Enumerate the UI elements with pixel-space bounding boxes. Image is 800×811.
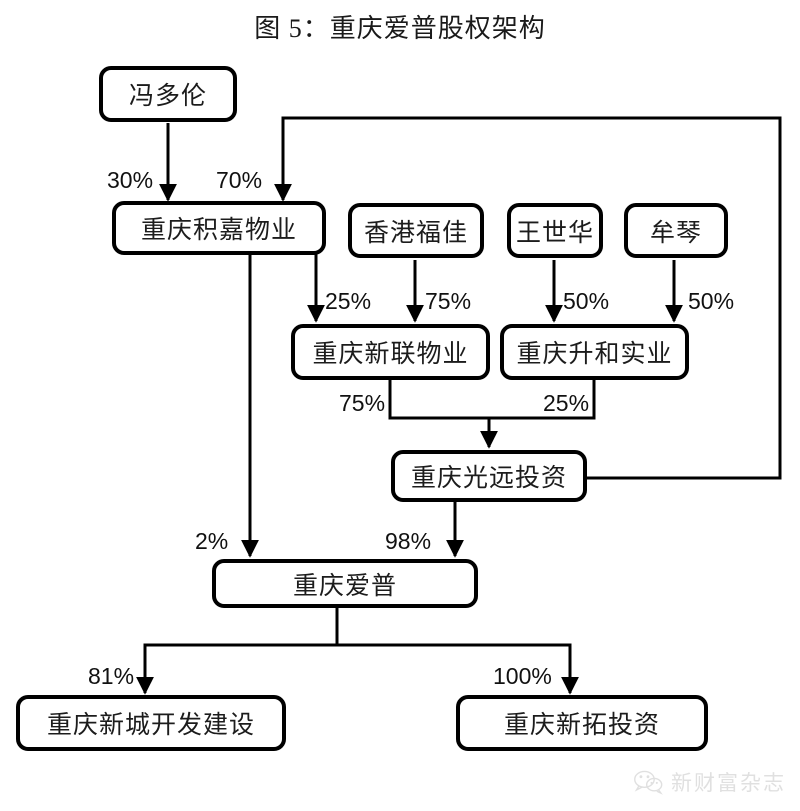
edge-label-75-percent-guangyuan: 75% — [339, 390, 386, 416]
node-label: 重庆升和实业 — [516, 341, 673, 368]
edge-label-81-percent: 81% — [88, 663, 135, 689]
page-title: 图 5：重庆爱普股权架构 — [254, 14, 546, 43]
edge-guangyuan-to-jijia — [274, 116, 782, 480]
node-label: 重庆新拓投资 — [503, 712, 660, 739]
edge-label-98-percent: 98% — [385, 528, 432, 554]
edge-label-50-percent-wang: 50% — [563, 288, 610, 314]
edge-label-75-percent-xinlian: 75% — [425, 288, 472, 314]
node-hongkong-fujia[interactable]: 香港福佳 — [348, 203, 484, 258]
node-feng-duolun[interactable]: 冯多伦 — [99, 66, 237, 122]
edge-shenghe-to-guangyuan — [489, 380, 596, 420]
watermark-text: 新财富杂志 — [671, 771, 786, 795]
node-chongqing-xincheng-kaifa-jianshe[interactable]: 重庆新城开发建设 — [16, 695, 286, 751]
node-label: 冯多伦 — [128, 83, 207, 110]
edge-label-100-percent: 100% — [493, 663, 552, 689]
edge-label-25-percent-xinlian: 25% — [325, 288, 372, 314]
edge-label-70-percent: 70% — [216, 167, 263, 193]
node-mou-qin[interactable]: 牟琴 — [624, 203, 728, 258]
node-label: 重庆新城开发建设 — [46, 712, 255, 739]
node-label: 重庆光远投资 — [410, 465, 567, 492]
wechat-icon — [634, 770, 663, 795]
edge-label-50-percent-mouqin: 50% — [688, 288, 735, 314]
node-label: 王世华 — [515, 219, 594, 247]
node-chongqing-guangyuan-touzi[interactable]: 重庆光远投资 — [391, 450, 587, 502]
node-label: 香港福佳 — [363, 219, 468, 247]
edge-xinlian-to-guangyuan — [388, 380, 489, 420]
edge-label-2-percent: 2% — [195, 528, 229, 554]
node-chongqing-xinlian-wuye[interactable]: 重庆新联物业 — [291, 324, 490, 380]
node-wang-shihua[interactable]: 王世华 — [507, 203, 603, 258]
node-chongqing-jijia-wuye[interactable]: 重庆积嘉物业 — [112, 201, 326, 255]
edge-aipu-to-xincheng — [136, 643, 337, 695]
watermark: 新财富杂志 — [633, 767, 786, 797]
node-label: 重庆新联物业 — [312, 341, 469, 368]
node-chongqing-aipu[interactable]: 重庆爱普 — [212, 559, 478, 608]
edge-aipu-to-xintuo — [337, 643, 579, 695]
node-label: 重庆积嘉物业 — [140, 217, 297, 244]
node-label: 重庆爱普 — [292, 572, 397, 600]
node-label: 牟琴 — [649, 219, 702, 247]
edge-label-25-percent-guangyuan: 25% — [543, 390, 590, 416]
edge-label-30-percent: 30% — [107, 167, 154, 193]
node-chongqing-xintuo-touzi[interactable]: 重庆新拓投资 — [456, 695, 708, 751]
node-chongqing-shenghe-shiye[interactable]: 重庆升和实业 — [500, 324, 689, 380]
